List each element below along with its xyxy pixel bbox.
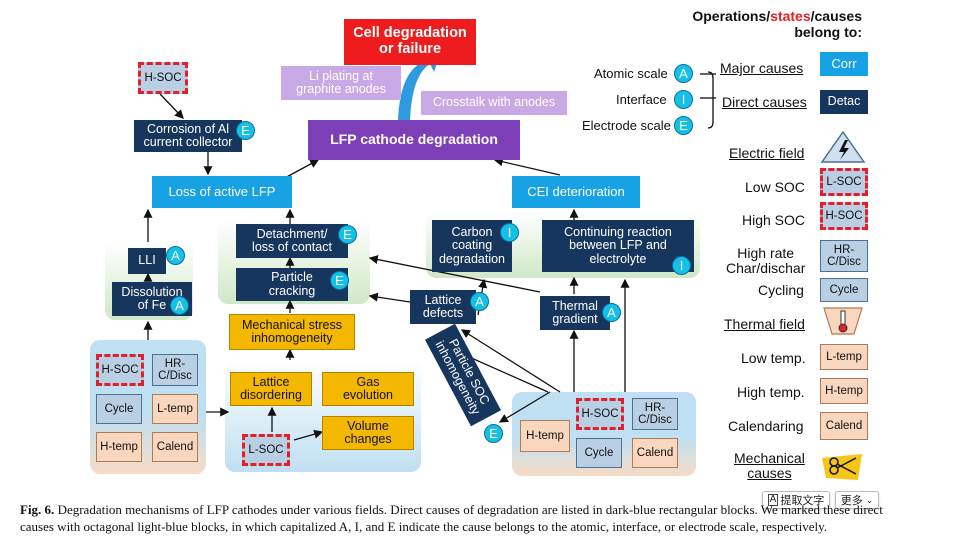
legend-atomic: Atomic scale [594, 66, 668, 81]
extract-text-label: 提取文字 [780, 495, 825, 507]
lightning-icon [820, 130, 866, 163]
htemp-left-box: H-temp [96, 432, 142, 462]
legend-low-temp: Low temp. [741, 350, 806, 366]
corrosion-al-box: Corrosion of Al current collector [134, 120, 242, 152]
gas-evolution-box: Gas evolution [322, 372, 414, 406]
legend-cycling: Cycling [758, 282, 804, 298]
cei-deterioration-box: CEI deterioration [512, 176, 640, 208]
lattice-disordering-box: Lattice disordering [230, 372, 312, 406]
particle-cracking-box: Particle cracking [236, 268, 348, 301]
caption-text-1: Degradation mechanisms of LFP cathodes u… [54, 502, 883, 517]
badge-i-continuing: I [672, 256, 691, 275]
calend-right-box: Calend [632, 438, 678, 468]
legend-title-part3: /causes [810, 8, 862, 24]
legend-mechanical: Mechanical causes [734, 450, 805, 482]
thermal-gradient-box: Thermal gradient [540, 296, 610, 330]
carbon-coating-box: Carbon coating degradation [432, 220, 512, 272]
cell-degradation-box: Cell degradation or failure [344, 19, 476, 65]
figure-label: Fig. 6. [20, 502, 55, 517]
detachment-box: Detachment/ loss of contact [236, 224, 348, 258]
badge-a-thermal: A [602, 303, 621, 322]
lli-box: LLI [128, 248, 166, 274]
legend-corr-box: Corr [820, 52, 868, 76]
lsoc-mid-box: L-SOC [242, 434, 290, 466]
legend-hrcdisc-box: HR- C/Disc [820, 240, 868, 272]
legend-badge-e: E [674, 116, 693, 135]
legend-lsoc-box: L-SOC [820, 168, 868, 196]
legend-high-temp: High temp. [737, 384, 805, 400]
legend-htemp-box: H-temp [820, 378, 868, 404]
continuing-reaction-box: Continuing reaction between LFP and elec… [542, 220, 694, 272]
legend-calend-box: Calend [820, 412, 868, 440]
badge-i-carbon: I [500, 223, 519, 242]
legend-electric-field: Electric field [729, 145, 805, 161]
legend-interface: Interface [616, 92, 667, 107]
hrcdisc-right-box: HR- C/Disc [632, 398, 678, 430]
hrcdisc-left-box: HR- C/Disc [152, 354, 198, 386]
cycle-left-box: Cycle [96, 394, 142, 424]
mech-stress-box: Mechanical stress inhomogeneity [229, 314, 355, 350]
volume-changes-box: Volume changes [322, 416, 414, 450]
figure-caption-line1: Fig. 6. Degradation mechanisms of LFP ca… [20, 502, 950, 518]
badge-a-dissolution: A [170, 296, 189, 315]
legend-detac-box: Detac [820, 90, 868, 114]
calend-left-box: Calend [152, 432, 198, 462]
legend-ltemp-box: L-temp [820, 344, 868, 370]
badge-a-lli: A [166, 246, 185, 265]
legend-high-rate: High rate Char/dischar [726, 245, 806, 277]
legend-cycle-box: Cycle [820, 278, 868, 302]
legend-major: Major causes [720, 60, 804, 76]
hsoc-left-box: H-SOC [96, 354, 144, 386]
badge-e-detachment: E [338, 225, 357, 244]
legend-title-part1: Operations/ [692, 8, 771, 24]
legend-high-soc: High SOC [742, 212, 806, 228]
text-scan-icon: A [767, 494, 779, 506]
legend-calendaring: Calendaring [728, 418, 804, 434]
ltemp-left-box: L-temp [152, 394, 198, 424]
scissors-icon [822, 454, 862, 480]
loss-active-lfp-box: Loss of active LFP [152, 176, 292, 208]
badge-e-cracking: E [330, 271, 349, 290]
thermometer-icon [823, 307, 863, 335]
crosstalk-box: Crosstalk with anodes [421, 91, 567, 115]
chevron-down-icon: ⌄ [865, 494, 874, 505]
lattice-defects-box: Lattice defects [410, 290, 476, 324]
hsoc-top-box: H-SOC [138, 62, 188, 94]
legend-thermal-field: Thermal field [724, 316, 805, 332]
hsoc-right-box: H-SOC [576, 398, 624, 430]
more-button[interactable]: 更多 ⌄ [835, 491, 879, 509]
badge-a-lattice: A [470, 292, 489, 311]
legend-badge-a: A [674, 64, 693, 83]
extract-text-button[interactable]: A 提取文字 [762, 491, 830, 509]
legend-hsoc-box: H-SOC [820, 202, 868, 230]
htemp-right-box: H-temp [520, 420, 570, 452]
legend-title: Operations/states/causes belong to: [690, 8, 862, 40]
figure-caption-line2: causes with octagonal light-blue blocks,… [20, 519, 828, 534]
li-plating-box: Li plating at graphite anodes [281, 66, 401, 100]
legend-low-soc: Low SOC [745, 179, 805, 195]
legend-badge-i: I [674, 90, 693, 109]
legend-electrode: Electrode scale [582, 118, 671, 133]
badge-e-corrosion: E [236, 121, 255, 140]
legend-title-part2: states [770, 8, 811, 24]
legend-direct: Direct causes [722, 94, 807, 110]
cycle-right-box: Cycle [576, 438, 622, 468]
lfp-cathode-degradation-box: LFP cathode degradation [308, 120, 520, 160]
legend-title-line2: belong to: [794, 24, 862, 41]
badge-e-particle-soc: E [484, 424, 503, 443]
more-label: 更多 [840, 495, 863, 507]
